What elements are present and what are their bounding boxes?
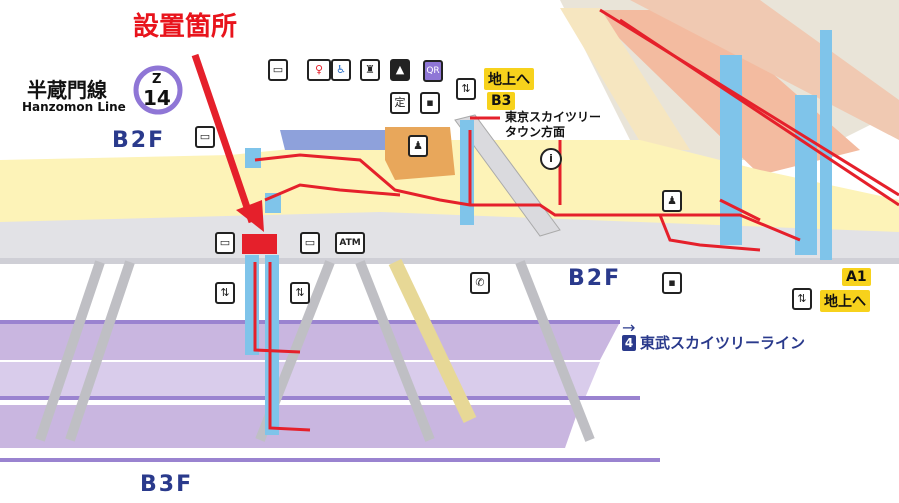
exit-a1-text: 地上へ xyxy=(820,290,870,312)
atm-icon: ATM xyxy=(335,232,365,254)
elevator-shaft-2 xyxy=(265,255,279,435)
wheelchair-icon: ♿ xyxy=(331,59,351,81)
ticket-machine-icon-3: ▭ xyxy=(215,232,235,254)
multipurpose-toilet-icon: ▲ xyxy=(390,59,410,81)
station-number: 14 xyxy=(143,86,171,110)
ticket-machine-icon-2: ▭ xyxy=(195,126,215,148)
teiki-icon: 定 xyxy=(390,92,410,114)
ticket-machine-icon: ▭ xyxy=(268,59,288,81)
exit-a1-tag: A1 xyxy=(842,268,871,286)
line-letter: Z xyxy=(152,72,162,87)
elevator-box-1 xyxy=(245,148,261,168)
transfer-text: 東武スカイツリーライン xyxy=(640,334,806,352)
fare-adjustment-icon: ▪ xyxy=(420,92,440,114)
elevator-icon-a1: ⇅ xyxy=(792,288,812,310)
floor-label-b2f-left: B2F xyxy=(112,128,166,153)
phone-icon: ✆ xyxy=(470,272,490,294)
staff-icon: ♟ xyxy=(408,135,428,157)
arrow-head xyxy=(236,200,264,232)
elevator-icon-b3: ⇅ xyxy=(456,78,476,100)
line-name: 半蔵門線 xyxy=(27,78,107,102)
escalator-top xyxy=(560,8,690,150)
floor-label-b2f-right: B2F xyxy=(568,266,622,291)
elevator-shaft-1 xyxy=(245,255,259,355)
accessible-route xyxy=(253,8,899,432)
elevator-icon-1: ⇅ xyxy=(215,282,235,304)
transfer-number: 4 xyxy=(622,335,636,351)
elevator-shaft-a1 xyxy=(795,95,817,255)
platform-b3f-3 xyxy=(0,405,580,448)
arrow-shaft xyxy=(191,53,256,224)
toilet-block xyxy=(280,130,395,150)
baby-care-icon: ♜ xyxy=(360,59,380,81)
stair-b3f xyxy=(388,258,477,424)
elevator-shaft-a xyxy=(720,55,742,245)
ticket-machine-icon-4: ▭ xyxy=(300,232,320,254)
elevator-icon-2: ⇅ xyxy=(290,282,310,304)
toilet-icon: ♀ xyxy=(307,59,331,81)
fare-adjustment-icon-2: ▪ xyxy=(662,272,682,294)
line-badge-ring xyxy=(133,65,183,115)
direction-label: 東京スカイツリー タウン方面 xyxy=(505,110,602,139)
elevator-shaft-b3 xyxy=(460,120,474,225)
annotation-title: 設置箇所 xyxy=(133,12,238,42)
floor-edge xyxy=(0,258,899,264)
line-name-en: Hanzomon Line xyxy=(22,100,126,114)
info-icon: i xyxy=(540,148,562,170)
staff-icon-2: ♟ xyxy=(662,190,682,212)
floor-label-b3f: B3F xyxy=(140,472,194,497)
qr-icon: QR xyxy=(423,60,443,82)
exit-b3-tag: B3 xyxy=(487,92,516,110)
transfer-arrow: → xyxy=(622,318,636,337)
exit-b3-text: 地上へ xyxy=(484,68,534,90)
platform-b3f-1 xyxy=(0,322,620,360)
placement-marker xyxy=(242,234,277,254)
elevator-shaft-c xyxy=(820,30,832,260)
